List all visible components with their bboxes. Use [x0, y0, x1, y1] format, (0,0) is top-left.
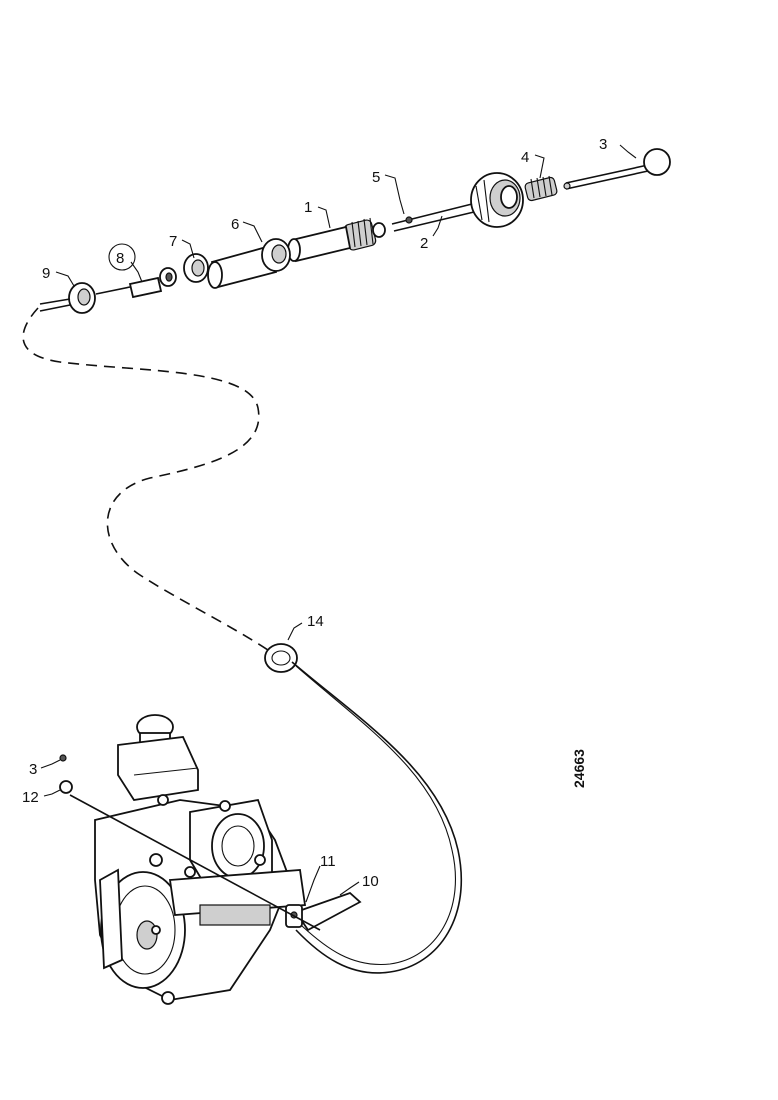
cable-end-nut-part	[39, 282, 131, 314]
callout-8-ring	[108, 243, 136, 271]
callout-5: 5	[372, 169, 380, 186]
callout-7: 7	[169, 233, 177, 250]
cable-dashed	[22, 307, 269, 651]
callout-2: 2	[420, 235, 428, 252]
sleeve-part	[207, 238, 291, 289]
leader-lines	[40, 144, 637, 903]
callout-14: 14	[307, 613, 324, 630]
screw-part	[59, 754, 67, 762]
lever-knob-part	[563, 148, 671, 190]
callout-labels: 1 2 3 4 5 6 7 8 9 14 3 12 11 10	[22, 136, 607, 890]
callout-3-top: 3	[599, 136, 607, 153]
nut-part	[183, 253, 209, 283]
callout-3-bottom: 3	[29, 761, 37, 778]
cable-clip-part	[264, 643, 298, 673]
callout-8: 8	[116, 250, 124, 267]
threaded-adapter-part	[343, 217, 386, 251]
figure-reference-number: 24663	[571, 749, 587, 788]
pump-unit	[94, 714, 307, 1005]
callout-6: 6	[231, 216, 239, 233]
housing-part	[470, 172, 524, 228]
callout-10: 10	[362, 873, 379, 890]
callout-9: 9	[42, 265, 50, 282]
callout-12: 12	[22, 789, 39, 806]
nipple-part	[59, 780, 73, 794]
spring-part	[524, 175, 558, 202]
tube-part	[287, 225, 352, 263]
fitting-part	[128, 267, 177, 299]
inner-wire	[69, 794, 321, 931]
shaft-part	[391, 203, 475, 232]
callout-4: 4	[521, 149, 529, 166]
callout-11: 11	[320, 853, 336, 870]
callout-1: 1	[304, 199, 312, 216]
cable-solid	[291, 661, 463, 974]
upper-assembly	[39, 148, 671, 314]
